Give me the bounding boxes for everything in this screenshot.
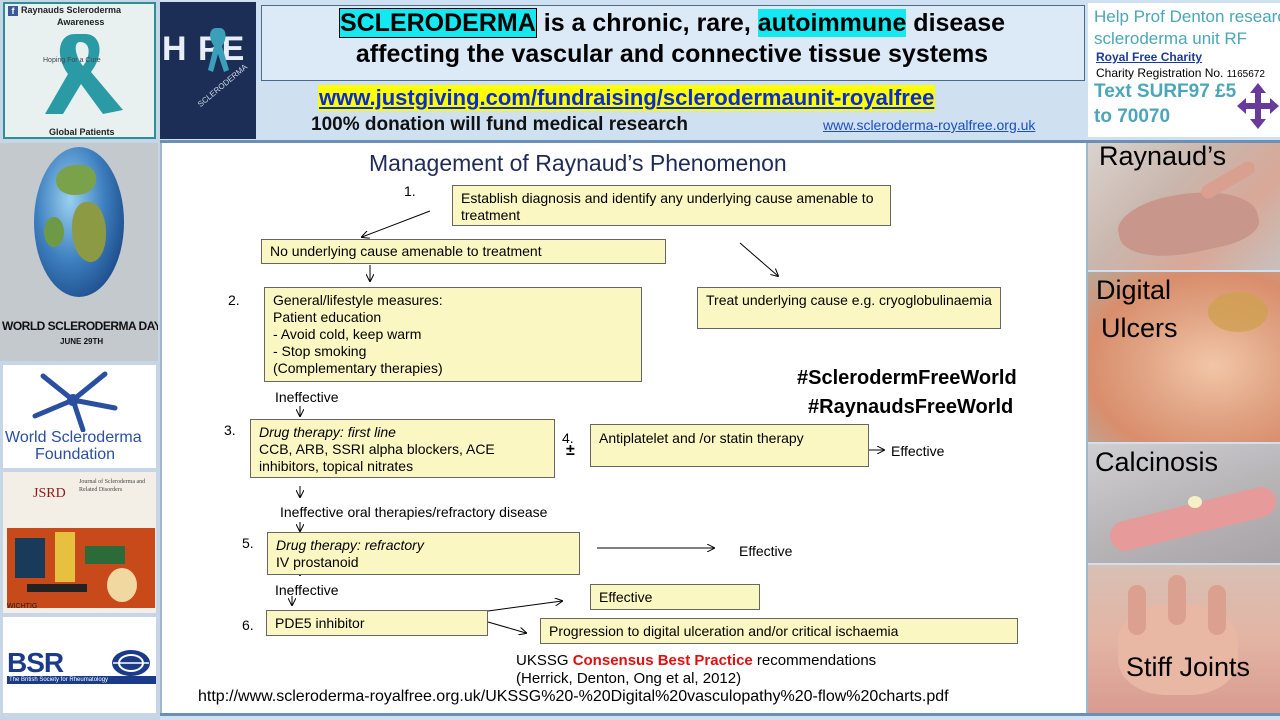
ukssg-highlight: Consensus Best Practice [572,652,753,669]
flowchart-title: Management of Raynaud’s Phenomenon [369,150,787,176]
awareness-footer: Global Patients [49,127,115,137]
digital-ulcers-photo [1088,272,1280,442]
help-line2: scleroderma unit RF [1094,29,1248,48]
step4-number: 4. [562,430,574,446]
effective-label-step5: Effective [739,543,793,559]
awareness-ribbon-tile: f Raynauds Scleroderma Awareness Hoping … [3,2,156,139]
bsr-logo-tile: BSR The British Society for Rheumatology [3,617,156,713]
jsrd-title: Journal of Scleroderma and Related Disor… [79,479,146,493]
donation-text: 100% donation will fund medical research [311,114,688,135]
step2-line1: General/lifestyle measures: [273,292,443,308]
digital-ulcers-line1: Digital [1096,275,1172,305]
ukssg-suffix: recommendations [752,652,877,669]
bsr-full-name: The British Society for Rheumatology [7,676,156,684]
jsrd-publisher: WICHTIG [7,603,38,610]
bsr-globe-icon [112,650,150,676]
stiff-joints-label: Stiff Joints [1126,652,1251,682]
step2-line5: (Complementary therapies) [273,360,443,376]
headline-autoimmune: autoimmune [757,9,907,37]
citation: (Herrick, Denton, Ong et al, 2012) [516,670,742,687]
text-donate-line1: Text SURF97 £5 [1094,81,1237,102]
awareness-title-line2: Awareness [57,17,105,27]
help-panel: Help Prof Denton research scleroderma un… [1088,3,1280,137]
raynauds-label: Raynaud’s [1099,141,1227,171]
bsr-abbrev: BSR [7,647,64,678]
step1-box: Establish diagnosis and identify any und… [452,185,891,226]
ineffective-refractory-label: Ineffective oral therapies/refractory di… [280,504,548,520]
step5-text: IV prostanoid [276,554,359,570]
progression-box: Progression to digital ulceration and/or… [540,618,1018,644]
headline-mid2: disease [906,9,1006,37]
step4-box: Antiplatelet and /or statin therapy [590,424,869,467]
help-line1: Help Prof Denton research [1094,7,1280,26]
teal-ribbon-icon [45,34,123,114]
step3-number: 3. [224,422,236,438]
ukssg-prefix: UKSSG [516,652,573,669]
step2-box: General/lifestyle measures: Patient educ… [264,287,642,382]
justgiving-link[interactable]: www.justgiving.com/fundraising/scleroder… [318,85,936,111]
awareness-title-line1: Raynauds Scleroderma [21,5,122,15]
headline: SCLERODERMA is a chronic, rare, autoimmu… [262,8,1082,70]
jsrd-journal-tile: JSRD Journal of Scleroderma and Related … [3,472,156,613]
site-link[interactable]: www.scleroderma-royalfree.org.uk [823,117,1036,133]
headline-mid1: is a chronic, rare, [536,9,758,37]
raynauds-photo [1088,143,1280,270]
wsf-swirl-icon [32,371,118,432]
text-donate-line2: to 70070 [1094,106,1171,127]
step3-text: CCB, ARB, SSRI alpha blockers, ACE inhib… [259,441,495,474]
calcinosis-photo [1088,444,1280,563]
stiff-joints-photo [1088,565,1280,715]
step2-line2: Patient education [273,309,382,325]
world-scleroderma-day-tile: WORLD SCLERODERMA DAY JUNE 29TH [0,143,158,361]
jsrd-abbrev: JSRD [33,486,66,501]
world-day-title: WORLD SCLERODERMA DAY [2,319,158,333]
headline-line2: affecting the vascular and connective ti… [355,40,989,68]
awareness-tagline: Hoping For a Cure [43,57,101,64]
treat-cause-box: Treat underlying cause e.g. cryoglobulin… [697,287,1001,329]
hope-ribbon-icon [208,28,229,72]
registration-label: Charity Registration No. [1096,66,1224,80]
calcinosis-label: Calcinosis [1095,447,1219,477]
digital-ulcers-line2: Ulcers [1101,313,1178,343]
facebook-icon: f [8,6,18,16]
hashtag-raynauds: #RaynaudsFreeWorld [808,396,1014,418]
ukssg-line: UKSSG Consensus Best Practice recommenda… [516,652,876,669]
top-divider [160,140,1280,143]
effective-label-step4: Effective [891,443,945,459]
step5-heading: Drug therapy: refractory [276,537,424,553]
step2-line3: - Avoid cold, keep warm [273,326,422,342]
hashtag-scleroderma: #SclerodermFreeWorld [797,367,1017,389]
registration-number: 1165672 [1226,69,1265,80]
wsf-line1: World Scleroderma [5,429,142,446]
step5-number: 5. [242,535,254,551]
globe-icon [34,147,124,297]
step6-number: 6. [242,617,254,633]
wsf-line2: Foundation [35,446,116,463]
step3-heading: Drug therapy: first line [259,424,396,440]
step4-plus-minus: ± [566,442,575,459]
effective-step6-box: Effective [590,584,760,610]
step3-box: Drug therapy: first line CCB, ARB, SSRI … [250,419,555,478]
ineffective-label-2: Ineffective [275,582,339,598]
step6-box: PDE5 inhibitor [266,610,488,636]
charity-name[interactable]: Royal Free Charity [1096,50,1203,64]
jsrd-cover-art [7,528,155,608]
step5-box: Drug therapy: refractory IV prostanoid [267,532,580,575]
no-cause-box: No underlying cause amenable to treatmen… [261,239,666,264]
headline-scleroderma: SCLERODERMA [338,8,537,38]
step2-line4: - Stop smoking [273,343,367,359]
charity-registration: Charity Registration No. 1165672 [1096,66,1265,80]
world-day-date: JUNE 29TH [60,337,104,346]
bottom-divider [160,713,1280,716]
step2-number: 2. [228,292,240,308]
ineffective-label-1: Ineffective [275,389,339,405]
hope-tile: H PE SCLERODERMA [160,2,256,139]
step1-number: 1. [404,183,416,199]
source-url[interactable]: http://www.scleroderma-royalfree.org.uk/… [198,688,949,705]
royal-free-cross-icon [1237,83,1279,129]
wsf-logo-tile: World Scleroderma Foundation [3,365,156,468]
